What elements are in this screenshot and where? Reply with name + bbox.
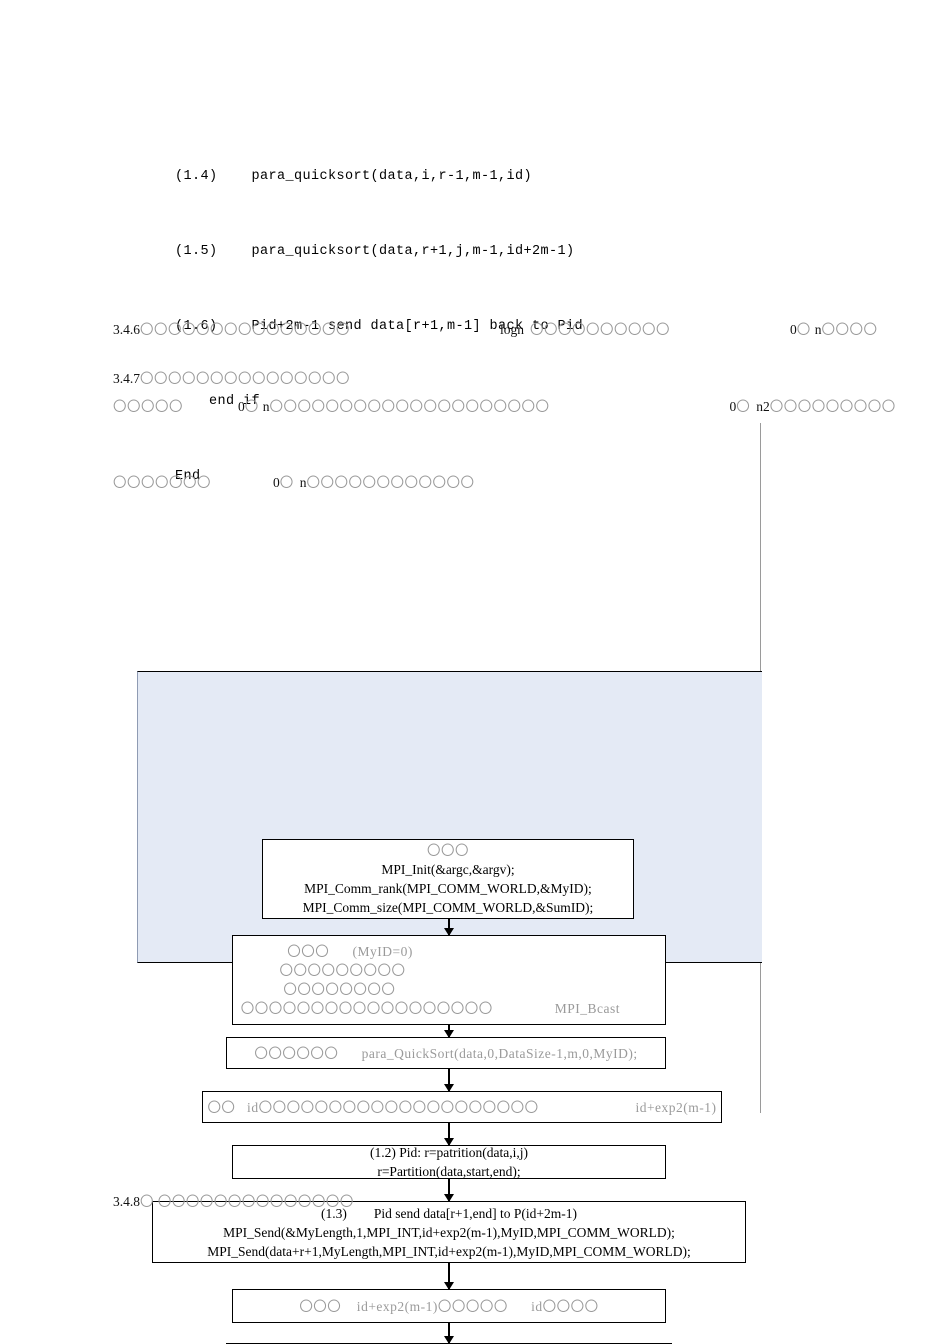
flow-arrow bbox=[444, 1263, 453, 1290]
cjk-run: 〇 bbox=[796, 322, 811, 337]
term-0: 0 bbox=[238, 398, 245, 414]
node-line: MPI_Comm_rank(MPI_COMM_WORLD,&MyID); bbox=[304, 881, 592, 896]
heading-348: 3.4.8〇 〇〇〇〇〇〇〇〇〇〇〇〇〇〇 bbox=[113, 1190, 354, 1210]
heading-number: 3.4.7 bbox=[113, 371, 140, 386]
pseudocode-line: End bbox=[175, 469, 201, 484]
cjk-run: 〇 bbox=[244, 398, 259, 414]
cjk-run: 〇〇〇〇〇〇〇〇〇〇 bbox=[530, 322, 671, 337]
flow-node-id-exp2: 〇〇 id〇〇〇〇〇〇〇〇〇〇〇〇〇〇〇〇〇〇〇〇 id+exp2(m-1) bbox=[202, 1091, 722, 1123]
heading-title: 〇〇〇〇〇〇〇〇〇〇〇〇〇〇〇 bbox=[140, 371, 350, 386]
flow-arrow bbox=[444, 919, 453, 936]
term-n: n bbox=[299, 475, 307, 490]
node-line: 〇〇〇〇〇〇〇〇 bbox=[233, 982, 396, 997]
flow-node-bcast: 〇〇〇 (MyID=0) 〇〇〇〇〇〇〇〇〇 〇〇〇〇〇〇〇〇 〇〇〇〇〇〇〇〇… bbox=[232, 935, 666, 1025]
node-line: 〇〇〇〇〇〇 para_QuickSort(data,0,DataSize-1,… bbox=[254, 1045, 638, 1061]
flow-arrow bbox=[444, 1069, 453, 1092]
flow-arrow bbox=[444, 1025, 453, 1038]
cjk-run: 〇〇〇〇〇〇〇〇〇〇〇〇 bbox=[306, 475, 475, 490]
node-line: MPI_Comm_size(MPI_COMM_WORLD,&SumID); bbox=[302, 900, 594, 915]
flowchart: 〇〇〇 MPI_Init(&argc,&argv); MPI_Comm_rank… bbox=[0, 415, 950, 1344]
pseudocode-block: (1.4) para_quicksort(data,i,r-1,m-1,id) … bbox=[175, 114, 583, 539]
cjk-run: 〇〇〇〇〇〇〇〇〇 bbox=[769, 398, 896, 414]
heading-title: 〇 〇〇〇〇〇〇〇〇〇〇〇〇〇〇 bbox=[140, 1194, 354, 1209]
node-line: 〇〇〇 bbox=[427, 843, 469, 858]
section-number: 3.4.6 bbox=[113, 322, 140, 337]
flow-arrow bbox=[444, 1323, 453, 1344]
node-line: r=Partition(data,start,end); bbox=[377, 1164, 521, 1179]
term-n: n bbox=[814, 322, 822, 337]
node-line: MPI_Send(&MyLength,1,MPI_INT,id+exp2(m-1… bbox=[223, 1224, 675, 1240]
term-0: 0 bbox=[790, 322, 797, 337]
cjk-run: 〇〇〇〇〇〇〇〇〇〇〇〇〇〇〇〇〇〇〇〇 bbox=[269, 398, 550, 414]
node-line: (1.3) Pid send data[r+1,end] to P(id+2m-… bbox=[321, 1205, 577, 1221]
node-line: 〇〇〇〇〇〇〇〇〇 bbox=[233, 963, 406, 978]
term-n2: n2 bbox=[756, 398, 770, 414]
node-line: MPI_Init(&argc,&argv); bbox=[381, 862, 515, 877]
term-0: 0 bbox=[273, 475, 280, 490]
flow-arrow bbox=[444, 1179, 453, 1202]
cjk-run: 〇〇〇〇 bbox=[821, 322, 878, 337]
node-line: 〇〇〇〇〇〇〇〇〇〇〇〇〇〇〇〇〇〇 MPI_Bcast bbox=[233, 1001, 620, 1016]
flow-node-partition: (1.2) Pid: r=patrition(data,i,j) r=Parti… bbox=[232, 1145, 666, 1179]
term-0: 0 bbox=[729, 398, 737, 414]
pseudocode-line: (1.6) Pid+2m-1 send data[r+1,m-1] back t… bbox=[175, 319, 584, 334]
node-line: 〇〇 id〇〇〇〇〇〇〇〇〇〇〇〇〇〇〇〇〇〇〇〇 id+exp2(m-1) bbox=[207, 1099, 717, 1115]
flow-node-mpi-send: (1.3) Pid send data[r+1,end] to P(id+2m-… bbox=[152, 1201, 746, 1263]
pseudocode-line: end if bbox=[175, 394, 261, 409]
flow-node-recv: 〇〇〇 id+exp2(m-1)〇〇〇〇〇 id〇〇〇〇 bbox=[232, 1289, 666, 1323]
cjk-run: 〇 bbox=[736, 398, 751, 414]
cjk-run: 〇〇〇〇〇 bbox=[113, 398, 183, 414]
heading-347: 3.4.7〇〇〇〇〇〇〇〇〇〇〇〇〇〇〇 bbox=[113, 367, 350, 387]
node-line: MPI_Send(data+r+1,MyLength,MPI_INT,id+ex… bbox=[207, 1243, 691, 1259]
cjk-run: 〇〇〇〇〇〇〇〇〇〇〇〇〇〇〇 bbox=[140, 322, 350, 337]
pseudocode-line: (1.5) para_quicksort(data,r+1,j,m-1,id+2… bbox=[175, 244, 575, 259]
flow-arrow bbox=[444, 1123, 453, 1146]
node-line: (1.2) Pid: r=patrition(data,i,j) bbox=[370, 1145, 528, 1160]
flow-node-quicksort-call: 〇〇〇〇〇〇 para_QuickSort(data,0,DataSize-1,… bbox=[226, 1037, 666, 1069]
flow-node-init: 〇〇〇 MPI_Init(&argc,&argv); MPI_Comm_rank… bbox=[262, 839, 634, 919]
node-line: 〇〇〇 id+exp2(m-1)〇〇〇〇〇 id〇〇〇〇 bbox=[299, 1298, 599, 1314]
cjk-run: 〇〇〇〇〇〇〇 bbox=[113, 475, 211, 490]
heading-number: 3.4.8 bbox=[113, 1194, 140, 1209]
cjk-run: 〇 bbox=[279, 475, 294, 490]
term-logn: logn bbox=[500, 322, 525, 337]
pseudocode-line: (1.4) para_quicksort(data,i,r-1,m-1,id) bbox=[175, 169, 533, 184]
term-n: n bbox=[262, 398, 270, 414]
node-line: 〇〇〇 (MyID=0) bbox=[233, 944, 413, 959]
